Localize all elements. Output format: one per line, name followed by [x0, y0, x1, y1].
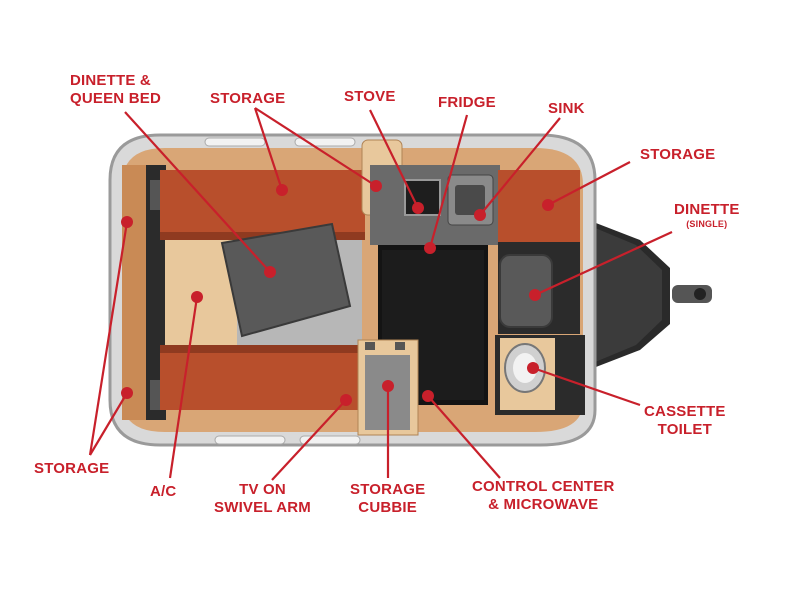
leader-sink [479, 117, 561, 216]
dot-fridge [424, 242, 436, 254]
rear-storage [122, 165, 166, 420]
label-storage-left: STORAGE [34, 460, 110, 477]
label-storage-right: STORAGE [640, 146, 716, 163]
label-tv-swivel-arm: TV ON SWIVEL ARM [214, 481, 312, 516]
label-storage-cubbie: STORAGE CUBBIE [350, 481, 426, 516]
leader-storage-right [547, 161, 631, 206]
dot-storage-cubbie [382, 380, 394, 392]
leader-storage-left-b [89, 392, 128, 456]
hitch-tongue [568, 218, 712, 372]
dinette-bed-area [160, 170, 365, 410]
dot-storage-right [542, 199, 554, 211]
label-dinette-single: DINETTE (SINGLE) [674, 201, 740, 229]
dot-dinette-bed [264, 266, 276, 278]
dot-storage-top-a [276, 184, 288, 196]
leader-cassette-toilet [532, 366, 641, 407]
label-storage-top: STORAGE [210, 90, 286, 107]
dot-tv-swivel [340, 394, 352, 406]
label-control-center-microwave: CONTROL CENTER & MICROWAVE [472, 478, 615, 513]
front-storage-dinette [498, 170, 580, 334]
leader-ac [168, 296, 199, 479]
leader-storage-top-a [253, 107, 284, 191]
dot-sink [474, 209, 486, 221]
leader-dots [121, 180, 554, 406]
leader-dinette-single [534, 231, 673, 296]
label-dinette-single-sub: (SINGLE) [686, 219, 728, 229]
label-stove: STOVE [344, 88, 396, 105]
dot-ac [191, 291, 203, 303]
leader-storage-top-b [254, 107, 377, 187]
dot-control-center [422, 390, 434, 402]
label-fridge: FRIDGE [438, 94, 496, 111]
dot-storage-left-b [121, 387, 133, 399]
leader-stove [369, 109, 419, 209]
leader-tv-swivel [271, 399, 347, 481]
label-sink: SINK [548, 100, 585, 117]
dot-dinette-single [529, 289, 541, 301]
dot-cassette-toilet [527, 362, 539, 374]
bathroom [495, 335, 585, 415]
leader-lines [88, 107, 673, 481]
leader-dinette-bed [124, 111, 271, 273]
dot-stove [412, 202, 424, 214]
dot-storage-top-b [370, 180, 382, 192]
dot-storage-left-a [121, 216, 133, 228]
leader-control-center [427, 395, 501, 479]
label-cassette-toilet: CASSETTE TOILET [644, 403, 726, 438]
label-dinette-queen-bed: DINETTE & QUEEN BED [70, 72, 161, 107]
leader-storage-left-a [88, 221, 129, 456]
leader-fridge [428, 114, 469, 249]
label-ac: A/C [150, 483, 177, 500]
